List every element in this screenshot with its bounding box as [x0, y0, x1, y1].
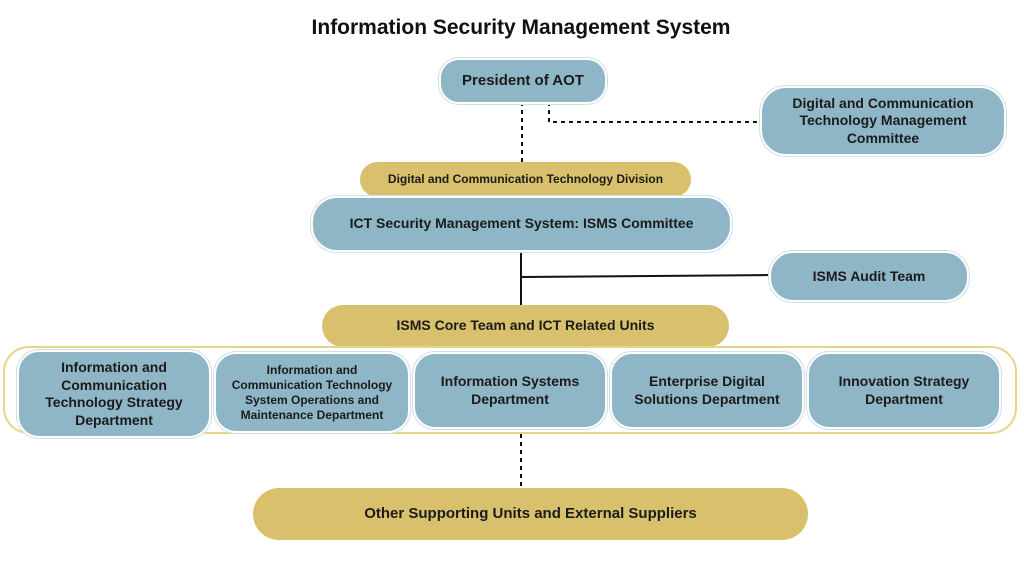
diagram-title: Information Security Management System — [311, 16, 731, 39]
isms-to-audit-line — [520, 274, 772, 278]
dept-ict-strategy: Information and Communication Technology… — [17, 350, 211, 438]
isms-committee-node: ICT Security Management System: ISMS Com… — [311, 196, 732, 252]
dct-division-node: Digital and Communication Technology Div… — [360, 162, 691, 197]
other-units-node: Other Supporting Units and External Supp… — [253, 488, 808, 540]
dept-innovation-strategy: Innovation Strategy Department — [807, 352, 1001, 429]
departments-group-frame — [3, 346, 1017, 434]
dct-committee-node: Digital and Communication Technology Man… — [760, 86, 1006, 156]
president-to-committee-dashed-line — [548, 102, 762, 123]
audit-team-node: ISMS Audit Team — [769, 251, 969, 302]
president-node: President of AOT — [439, 58, 607, 104]
core-team-node: ISMS Core Team and ICT Related Units — [322, 305, 729, 347]
dept-enterprise-digital-solutions: Enterprise Digital Solutions Department — [610, 352, 804, 429]
dept-ict-operations-maintenance: Information and Communication Technology… — [214, 352, 410, 433]
dept-information-systems: Information Systems Department — [413, 352, 607, 429]
